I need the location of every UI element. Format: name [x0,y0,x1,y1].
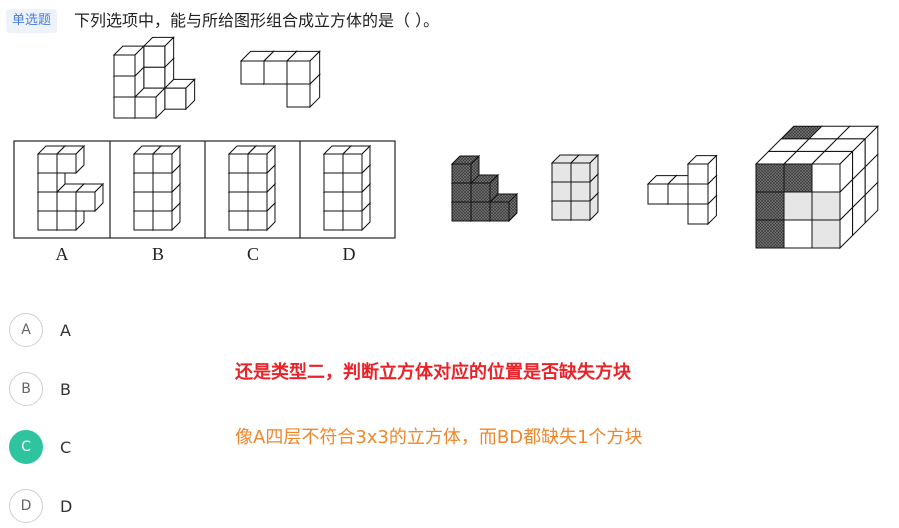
analysis-note-orange: 像A四层不符合3x3的立方体，而BD都缺失1个方块 [235,427,643,448]
option-d[interactable]: D D [9,488,72,524]
option-b[interactable]: B B [9,371,71,407]
option-a-badge: A [9,313,43,347]
solution-assembled-cube [754,124,880,250]
option-c-badge: C [9,430,43,464]
options-panel: A B C D [13,140,396,264]
analysis-note-red: 还是类型二，判断立方体对应的位置是否缺失方块 [235,362,631,383]
question-figure: A B C D [13,36,880,264]
option-b-badge: B [9,372,43,406]
question-text: 下列选项中，能与所给图形组合成立方体的是（ ）。 [74,11,440,30]
option-figure-c [227,144,277,232]
option-a-label: A [60,320,71,340]
option-figure-d [322,144,372,232]
solution-piece-hatched [450,154,519,223]
solution-piece-white [646,154,718,226]
given-shape-2 [239,50,321,109]
figure-label-b: B [152,244,164,264]
solution-piece-gray [550,153,600,222]
option-c[interactable]: C C [9,429,71,465]
figure-label-a: A [56,244,69,264]
option-a[interactable]: A A [9,312,71,348]
option-figure-a [36,144,105,232]
option-d-label: D [60,496,73,516]
figure-label-d: D [343,244,356,264]
option-b-label: B [60,379,71,399]
given-shape-1 [112,36,196,120]
option-figure-b [132,144,182,232]
figure-label-c: C [247,244,259,264]
option-c-label: C [60,437,72,457]
question-type-tag: 单选题 [6,9,58,33]
option-d-badge: D [9,489,43,523]
